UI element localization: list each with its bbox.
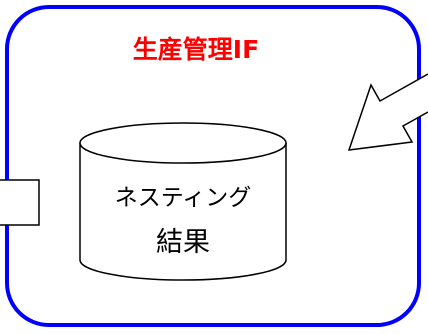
left-connector-box [0,179,40,226]
container-title: 生産管理IF [132,35,260,64]
database-top [79,122,287,164]
database-label-line2: 結果 [156,227,210,258]
database-label-line1: ネスティング [114,185,252,211]
incoming-arrow [347,73,428,151]
database-body [79,143,287,281]
database-cylinder [79,122,287,281]
